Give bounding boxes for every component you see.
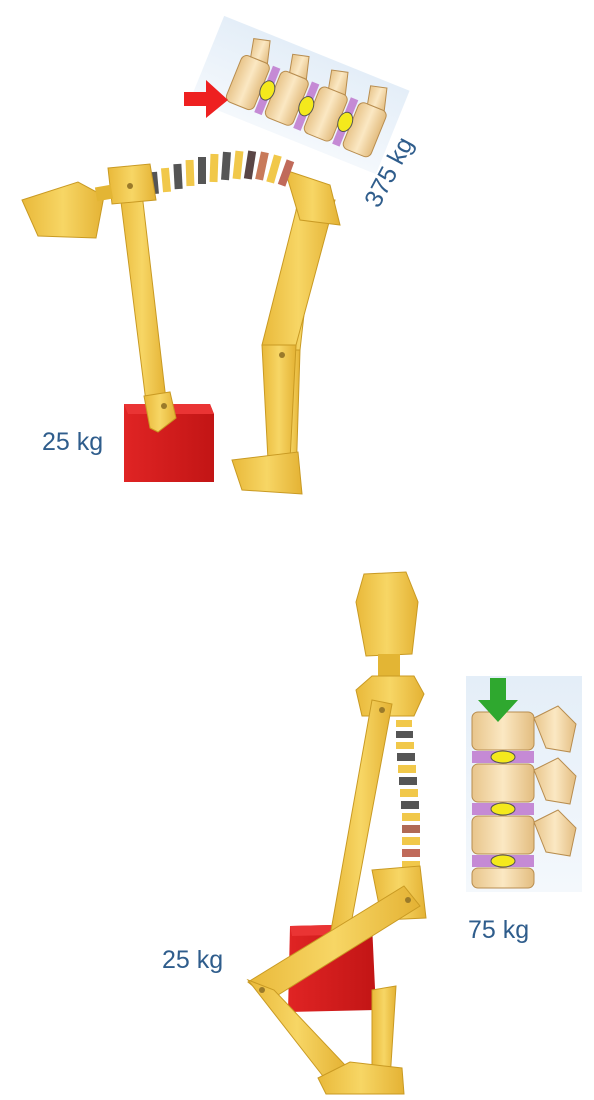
bent-head (22, 182, 104, 238)
squat-lift-scene (248, 572, 582, 1094)
bent-arm (108, 164, 166, 402)
bent-front-leg (232, 195, 335, 494)
bent-neck (95, 185, 113, 202)
squat-spine (396, 720, 420, 869)
bent-spine (149, 151, 294, 195)
bent-pelvis (285, 170, 340, 225)
squat-spine-load-label: 75 kg (468, 918, 529, 943)
squat-head (356, 572, 418, 656)
bent-weight-label: 25 kg (42, 430, 103, 455)
squat-weight-label: 25 kg (162, 948, 223, 973)
bent-lift-scene (22, 16, 410, 494)
bent-vertebrae-inset (190, 16, 409, 174)
squat-vertebrae-inset (466, 676, 582, 892)
squat-neck (378, 654, 400, 676)
